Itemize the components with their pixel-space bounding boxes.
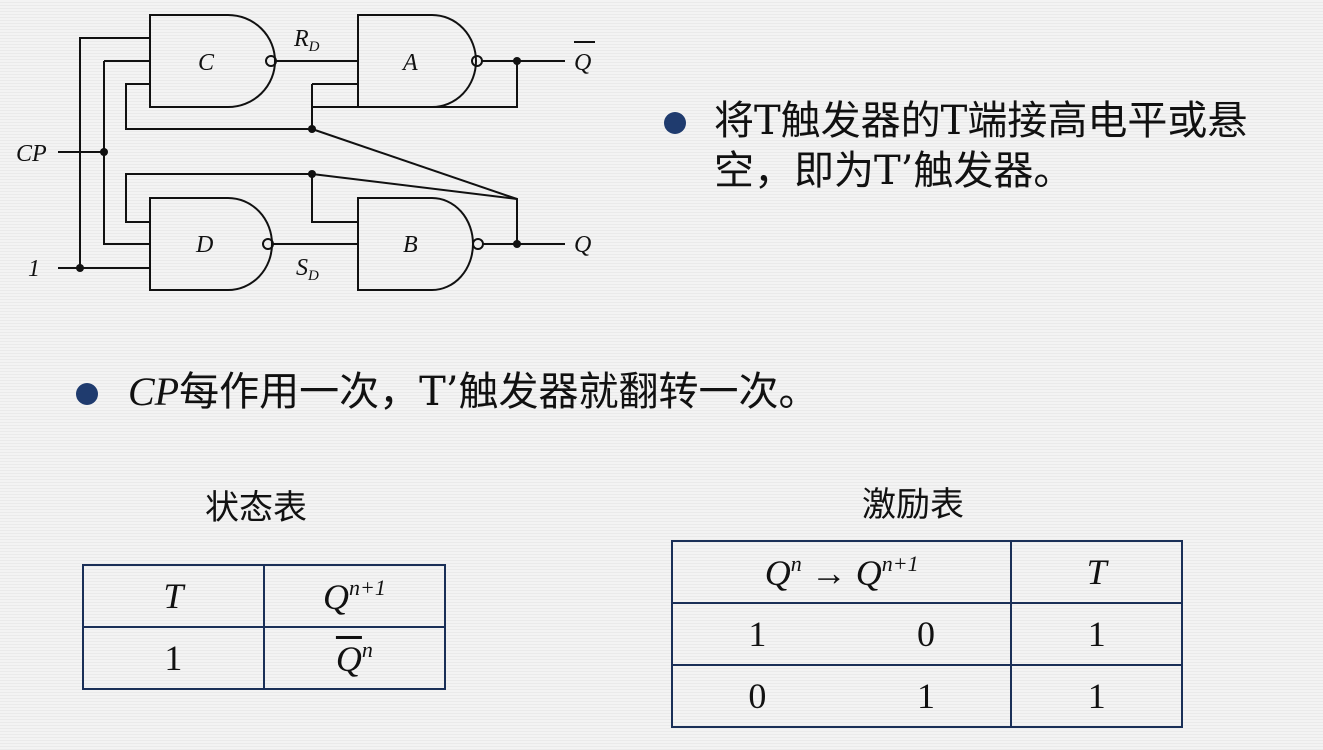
q-label: Q (574, 232, 591, 258)
bullet-text: 将T触发器的T端接高电平或悬空，即为T’触发器。 (714, 98, 1248, 194)
table-row: 0 1 1 (671, 665, 1183, 728)
state-cell-qn-bar: Qn (262, 626, 447, 690)
excitation-cell-qn1: 0 (841, 602, 1013, 666)
state-cell-t: 1 (82, 626, 265, 690)
state-header-t: T (82, 564, 265, 628)
gate-a-body (357, 14, 477, 108)
excitation-cell-qn: 0 (671, 665, 842, 728)
excitation-cell-qn1: 1 (841, 665, 1013, 728)
arrow-icon: → (810, 552, 847, 593)
sd-label: SD (296, 255, 319, 284)
junction-lower-cross (308, 170, 316, 178)
junction-upper-cross (308, 125, 316, 133)
state-header-qn1: Qn+1 (262, 564, 447, 628)
bullet-text-rest: 每作用一次，T’触发器就翻转一次。 (179, 369, 819, 415)
q-bar-label: Q (574, 50, 591, 76)
wire-cross-diagonal (311, 128, 518, 200)
gate-c-label: C (198, 50, 215, 76)
cp-label: CP (16, 141, 47, 167)
state-table-caption: 状态表 (205, 488, 307, 528)
bullet-dot (76, 383, 98, 405)
excitation-cell-t: 1 (1010, 665, 1183, 728)
excitation-table: Qn → Qn+1 T 1 0 1 0 1 1 (670, 540, 1183, 728)
cp-italic: CP (128, 369, 180, 414)
wire-a-cross-input (311, 83, 358, 129)
gate-b-bubble (472, 238, 484, 250)
gate-a-label: A (401, 50, 418, 76)
gate-d-label: D (195, 232, 213, 258)
table-row: 1 Qn (82, 626, 447, 690)
state-table: T Qn+1 1 Qn (82, 564, 447, 690)
bullet-text: CP每作用一次，T’触发器就翻转一次。 (128, 367, 819, 417)
table-row: Qn → Qn+1 T (670, 540, 1183, 604)
bullet-cp-toggle: CP每作用一次，T’触发器就翻转一次。 (76, 367, 976, 417)
junction-q (513, 240, 521, 248)
t-prime-flip-flop-circuit: C A D B RD SD Q Q CP 1 (16, 14, 595, 291)
table-row: T Qn+1 (82, 564, 447, 628)
one-label: 1 (28, 256, 40, 282)
gate-b-label: B (403, 232, 418, 258)
excitation-cell-qn: 1 (671, 602, 842, 666)
excitation-header-t: T (1010, 540, 1183, 604)
bullet-tprime-definition: 将T触发器的T端接高电平或悬空，即为T’触发器。 (664, 96, 1314, 196)
wire-d-feedback (125, 173, 312, 223)
junction-qbar (513, 57, 521, 65)
wire-b-cross-input (311, 174, 358, 223)
junction-one (76, 264, 84, 272)
excitation-table-caption: 激励表 (862, 485, 964, 525)
wire-cp-bus (103, 60, 150, 245)
rd-label: RD (293, 26, 320, 55)
bullet-dot (664, 112, 686, 134)
excitation-header-transition: Qn → Qn+1 (670, 540, 1013, 604)
wire-c-feedback (125, 83, 312, 130)
excitation-cell-t: 1 (1010, 602, 1183, 666)
table-row: 1 0 1 (671, 602, 1183, 666)
junction-cp (100, 148, 108, 156)
wire-one-to-c (79, 37, 150, 268)
